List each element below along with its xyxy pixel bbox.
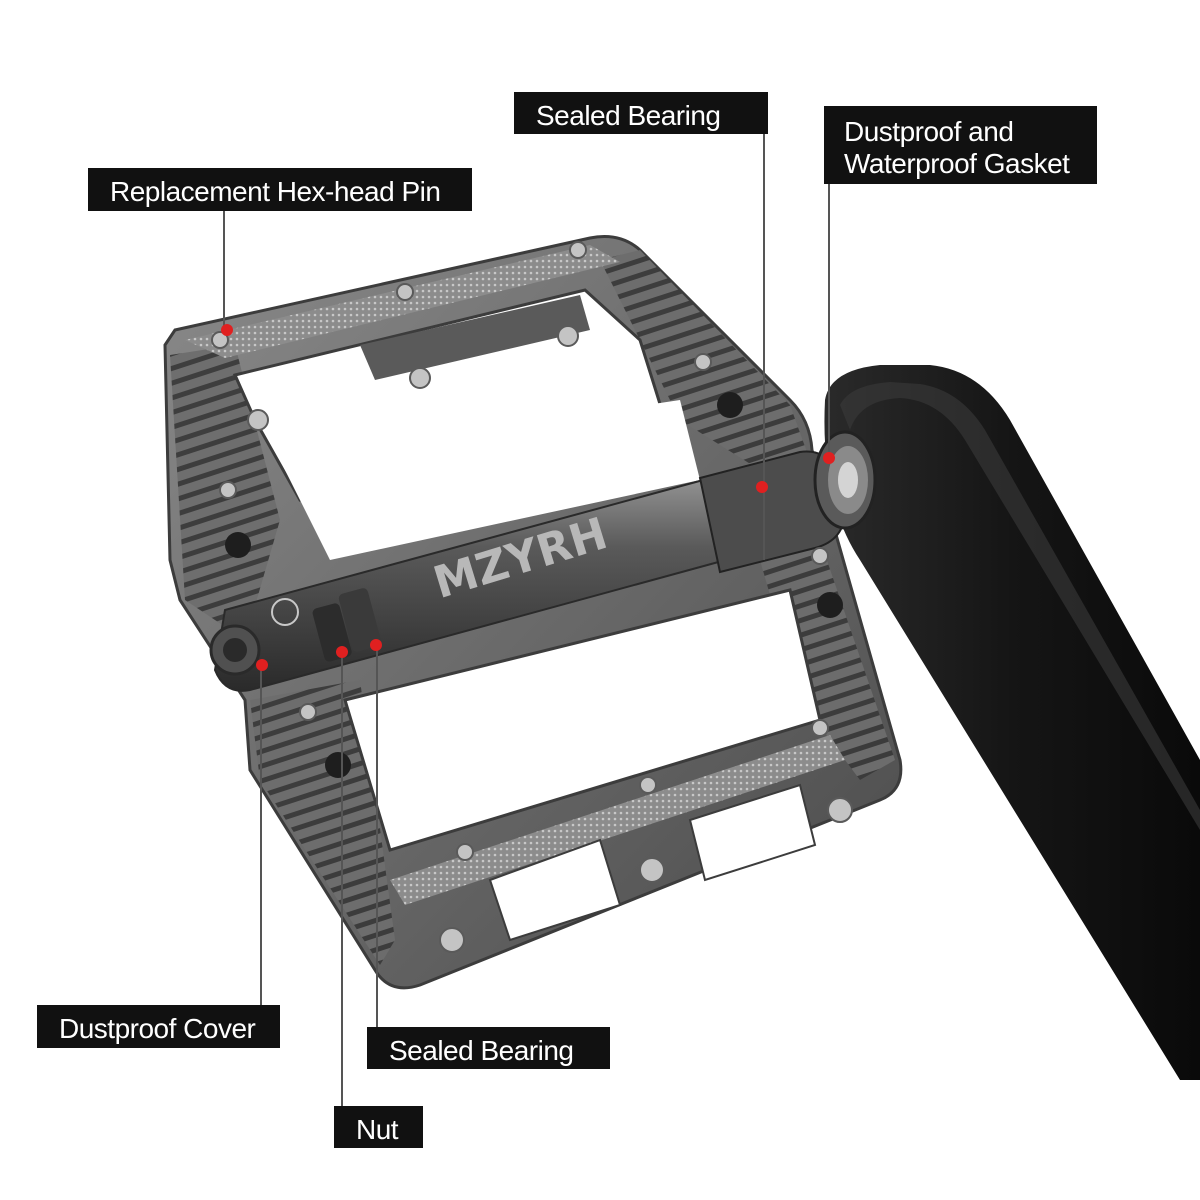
- marker-hex-pin: [221, 324, 233, 336]
- marker-dustproof-cover: [256, 659, 268, 671]
- callout-gasket-line1: Dustproof and: [844, 116, 1014, 147]
- callout-dustproof-cover: Dustproof Cover: [37, 1005, 280, 1048]
- marker-sealed-bearing-top: [756, 481, 768, 493]
- marker-nut: [336, 646, 348, 658]
- callout-markers: [221, 324, 835, 671]
- pedal-holes: [225, 392, 843, 778]
- callout-sealed-bearing-top: Sealed Bearing: [514, 92, 768, 134]
- crank-arm: [824, 365, 1200, 1080]
- callout-hex-pin: Replacement Hex-head Pin: [88, 168, 472, 211]
- callout-gasket-line2: Waterproof Gasket: [844, 148, 1070, 179]
- leader-lines: [223, 134, 830, 1106]
- callout-nut: Nut: [334, 1106, 423, 1148]
- marker-sealed-bearing-bottom: [370, 639, 382, 651]
- callout-sealed-bearing-bottom: Sealed Bearing: [367, 1027, 610, 1069]
- callout-gasket: Dustproof and Waterproof Gasket: [824, 106, 1097, 184]
- traction-pins: [211, 241, 853, 953]
- marker-gasket: [823, 452, 835, 464]
